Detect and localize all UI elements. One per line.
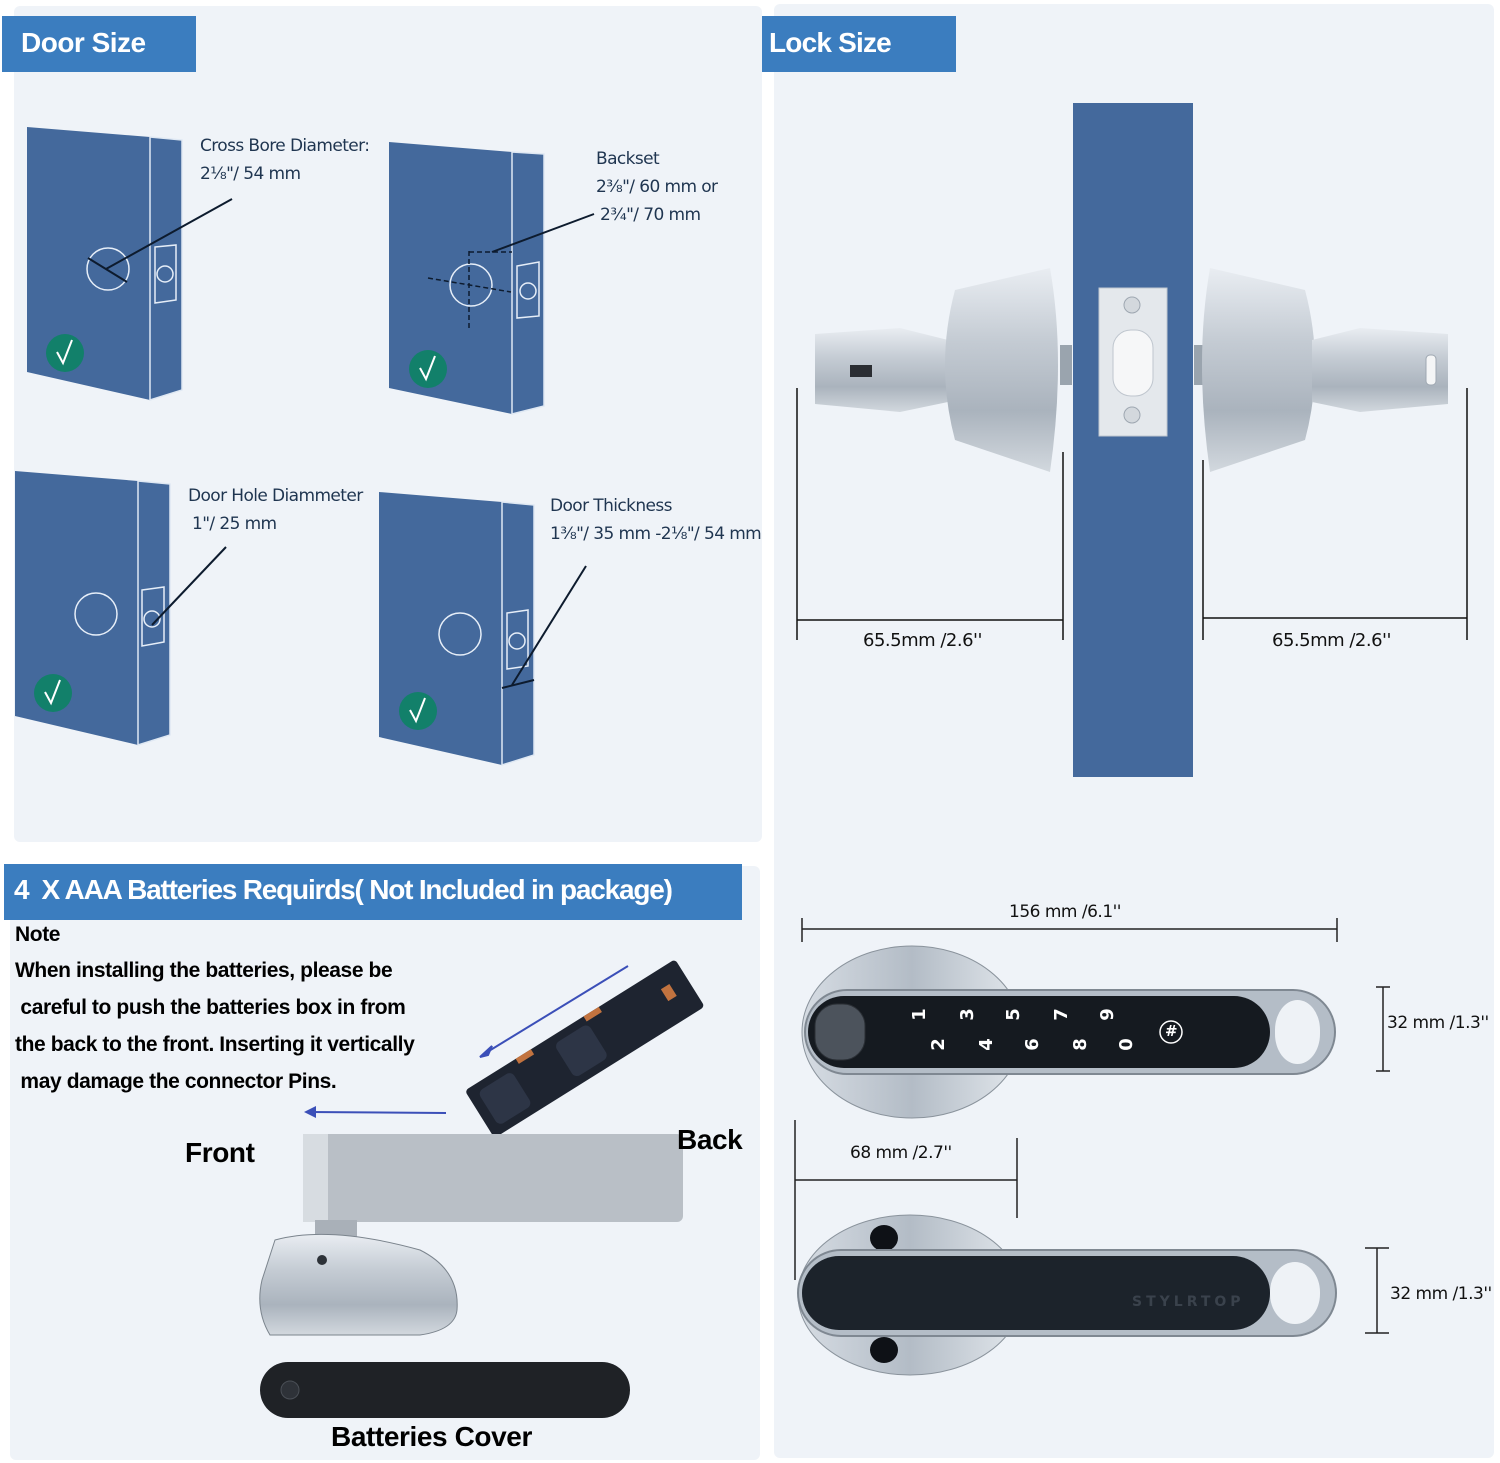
arrow-head-icon (479, 1045, 493, 1058)
hash-key: # (1165, 1022, 1178, 1040)
check-badge (46, 334, 84, 372)
insert-arrow (483, 965, 629, 1055)
cross-bore-label: Cross Bore Diameter: (200, 136, 370, 156)
arrow-head-icon (304, 1106, 316, 1118)
note-line-1: When installing the batteries, please be (15, 959, 393, 982)
key-3: 3 (956, 1008, 978, 1021)
screw-top (1123, 296, 1141, 314)
bore-hole (86, 247, 130, 291)
lever-keypad-illustration (801, 918, 1390, 1119)
key-6: 6 (1021, 1038, 1043, 1051)
backset-label: Backset (596, 149, 660, 169)
key-2: 2 (927, 1038, 949, 1051)
front-label: Front (185, 1137, 255, 1168)
door-face (27, 127, 150, 400)
keypad-keys-bottom: 2 4 6 8 0 (928, 1034, 1148, 1058)
check-icon (419, 355, 436, 382)
door-size-title: Door Size (21, 27, 146, 58)
door-size-header: Door Size (2, 16, 196, 72)
lever-back-illustration (794, 1120, 1389, 1376)
rose-width: 68 mm /2.7'' (850, 1143, 952, 1163)
right-knob-rose (1202, 268, 1315, 472)
cover-screw (280, 1380, 300, 1400)
back-label: Back (677, 1124, 743, 1155)
mount-hole-bottom (870, 1337, 898, 1363)
keyhole-cover (1425, 354, 1437, 386)
door-slab (1073, 103, 1193, 777)
door-edge (137, 480, 171, 747)
battery-cover-on-lever (802, 1256, 1270, 1330)
check-icon (409, 697, 426, 724)
lever-height-bottom: 32 mm /1.3'' (1390, 1284, 1492, 1304)
door-diagram-cross-bore (27, 127, 233, 402)
keypad-keys-top: 1 3 5 7 9 (905, 1004, 1125, 1028)
check-icon (56, 339, 73, 366)
door-edge (149, 136, 183, 402)
key-4: 4 (975, 1038, 997, 1051)
direction-arrow (307, 1111, 447, 1114)
key-7: 7 (1050, 1008, 1072, 1021)
check-badge (399, 692, 437, 730)
cross-bore-value: 2⅛"/ 54 mm (200, 164, 301, 184)
latch-plate (154, 244, 177, 304)
latch-hole (519, 282, 537, 300)
left-knob-rose (945, 268, 1058, 472)
keypad-panel (808, 996, 1270, 1068)
latch-hole (156, 265, 174, 283)
door-hole-label: Door Hole Diammeter (188, 486, 363, 506)
bore-hole (449, 263, 493, 307)
latch-hole (508, 632, 526, 650)
key-0: 0 (1115, 1038, 1137, 1051)
privacy-switch (850, 365, 872, 377)
lock-size-title: Lock Size (769, 27, 892, 58)
battery-install-illustration (259, 960, 704, 1418)
brand-logo: STYLRTOP (1132, 1294, 1245, 1310)
door-thickness-value: 1⅜"/ 35 mm -2⅛"/ 54 mm (550, 524, 762, 544)
right-knob-grip (1312, 328, 1448, 412)
key-5: 5 (1002, 1008, 1024, 1021)
latch-hole (143, 610, 161, 628)
lever-base (259, 1233, 458, 1336)
fingerprint-sensor (814, 1003, 866, 1061)
note-line-2: careful to push the batteries box in fro… (15, 996, 406, 1019)
mount-hole-top (870, 1225, 898, 1251)
knob-lock-illustration (796, 103, 1468, 777)
check-badge (409, 350, 447, 388)
hash-key-ring (1159, 1020, 1183, 1044)
latch-plate (516, 261, 540, 319)
door-diagram-thickness (379, 492, 587, 767)
latch-plate (141, 586, 165, 647)
battery-cover (260, 1362, 630, 1418)
bore-hole (438, 612, 482, 656)
door-thickness-label: Door Thickness (550, 496, 673, 516)
key-8: 8 (1069, 1038, 1091, 1051)
latch-bolt (1112, 329, 1154, 397)
note-line-3: the back to the front. Inserting it vert… (15, 1033, 415, 1056)
bore-hole (74, 592, 118, 636)
knob-right-depth: 65.5mm /2.6'' (1272, 630, 1391, 651)
key-1: 1 (908, 1008, 930, 1021)
lever-body (303, 1134, 683, 1222)
door-diagram-backset (389, 142, 595, 415)
latch-plate (506, 609, 529, 670)
key-9: 9 (1096, 1008, 1118, 1021)
lever-length: 156 mm /6.1'' (1009, 902, 1122, 922)
check-icon (44, 679, 61, 706)
cover-label: Batteries Cover (331, 1421, 532, 1452)
backset-value-alt: 2¾"/ 70 mm (600, 205, 701, 225)
knob-left-depth: 65.5mm /2.6'' (863, 630, 982, 651)
screw-bottom (1123, 406, 1141, 424)
batteries-title: 4 X AAA Batteries Requirds( Not Included… (14, 874, 673, 905)
note-line-4: may damage the connector Pins. (15, 1070, 337, 1093)
door-diagram-hole (15, 471, 227, 747)
door-hole-value: 1"/ 25 mm (192, 514, 277, 534)
check-badge (34, 674, 72, 712)
lock-size-header: Lock Size (762, 16, 956, 72)
lever-height-top: 32 mm /1.3'' (1387, 1013, 1489, 1033)
left-knob-grip (815, 328, 948, 412)
note-heading: Note (15, 923, 61, 946)
backset-value: 2⅜"/ 60 mm or (596, 177, 718, 197)
batteries-header: 4 X AAA Batteries Requirds( Not Included… (4, 864, 742, 920)
